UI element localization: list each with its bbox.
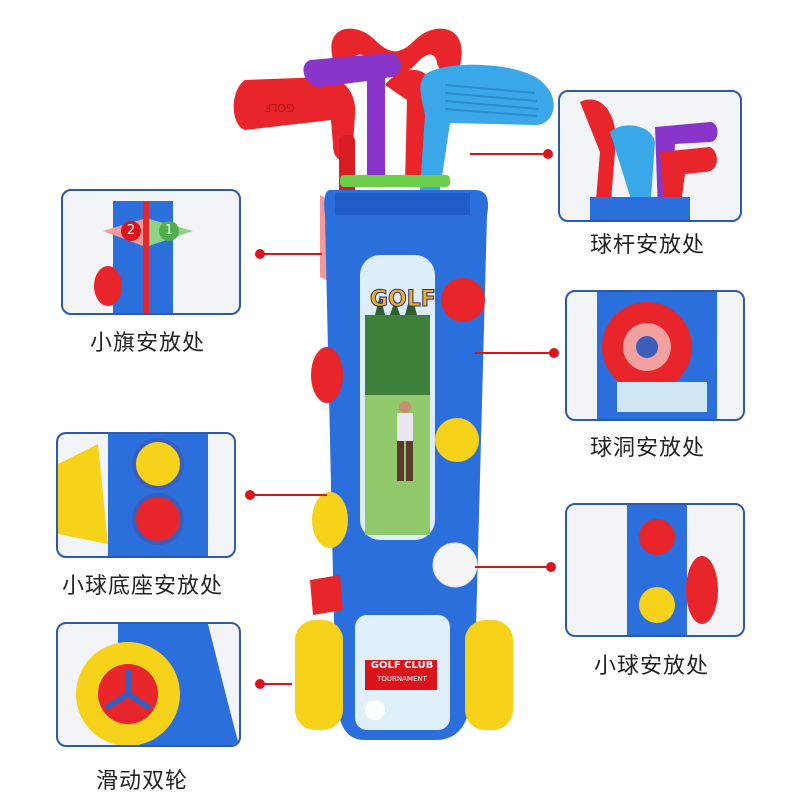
ball-base-holder-connector xyxy=(252,494,327,496)
ball-base-holder-label: 小球底座安放处 xyxy=(62,574,224,599)
double-wheels-marker xyxy=(255,679,265,689)
purple-club xyxy=(303,53,401,185)
flag-number-1: 1 xyxy=(159,221,179,241)
double-wheels-detail-image xyxy=(56,622,241,747)
double-wheels-connector xyxy=(262,683,292,685)
hole-holder-connector xyxy=(475,352,555,354)
ball-holder-connector xyxy=(475,566,550,568)
club-badge-subtitle: TOURNAMENT xyxy=(377,675,427,683)
ball-base-holder-marker xyxy=(245,490,255,500)
flag-holder-label: 小旗安放处 xyxy=(90,331,206,356)
flag-number-2: 2 xyxy=(121,221,141,241)
hole-holder-label: 球洞安放处 xyxy=(590,436,706,461)
club-holder-detail-image xyxy=(558,90,742,222)
hole-holder-marker xyxy=(549,348,559,358)
club-head-text: GOLF xyxy=(265,101,295,114)
ball-holder-marker xyxy=(546,562,556,572)
ball-base-holder-detail-image xyxy=(56,432,236,558)
club-holder-label: 球杆安放处 xyxy=(590,233,706,258)
ball-holder-label: 小球安放处 xyxy=(594,654,710,679)
flag-holder-marker xyxy=(255,249,265,259)
golf-bag-product: GOLF GOLF CLUB TOURNAMENT GOLF xyxy=(225,15,565,760)
club-badge-title: GOLF CLUB xyxy=(370,660,434,671)
hole-holder-detail-image xyxy=(565,290,745,421)
flag-holder-detail-image: 2 1 xyxy=(61,189,241,315)
bag-golf-logo: GOLF xyxy=(370,287,437,313)
club-holder-marker xyxy=(543,149,553,159)
ball-holder-detail-image xyxy=(565,503,745,637)
club-holder-connector xyxy=(470,153,548,155)
red-club-left xyxy=(233,77,356,195)
flag-holder-connector xyxy=(262,253,322,255)
double-wheels-label: 滑动双轮 xyxy=(96,769,189,794)
cyan-club xyxy=(420,64,554,190)
